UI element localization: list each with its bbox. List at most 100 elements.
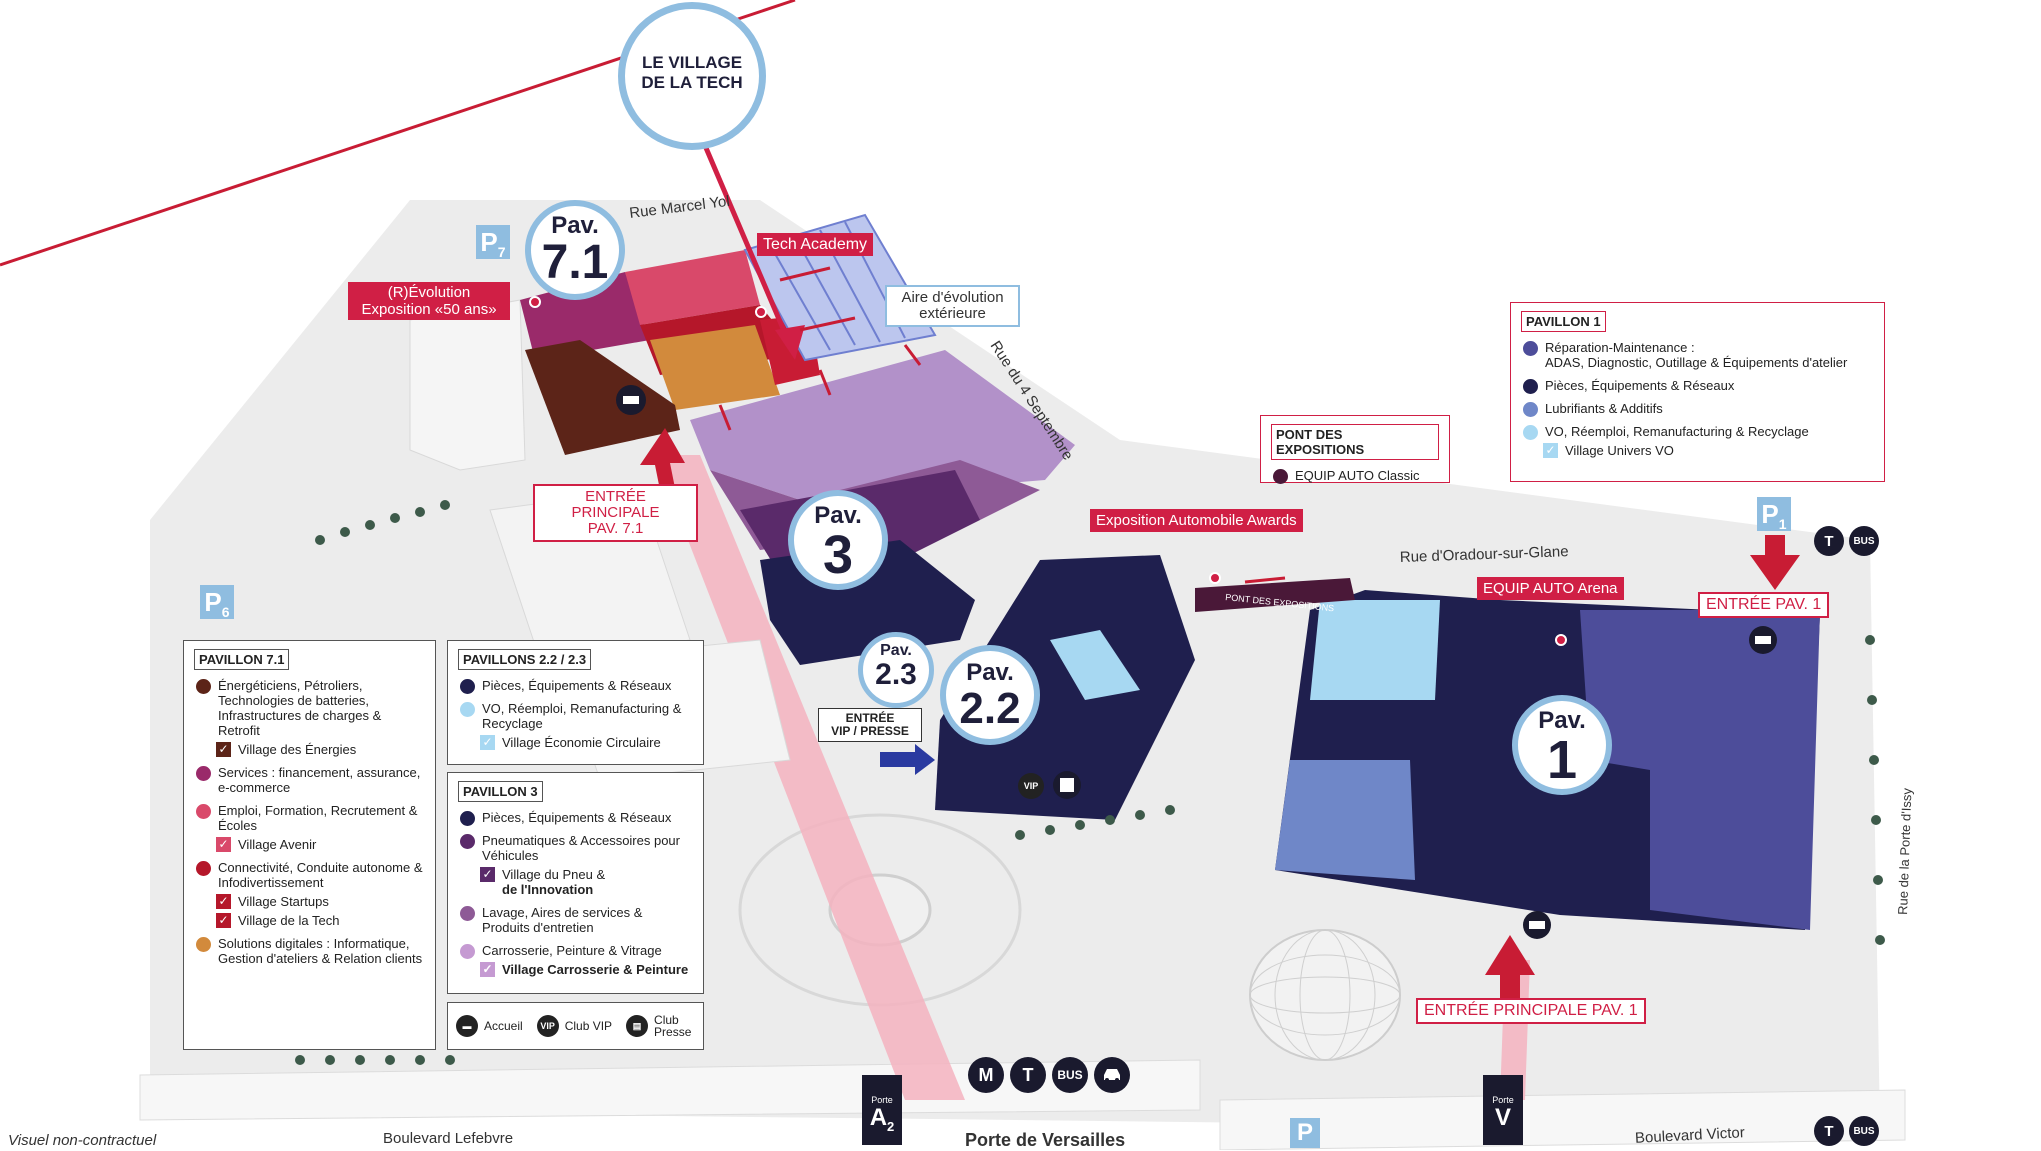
entree-vip-line2: VIP / PRESSE — [831, 724, 909, 738]
club-vip-icon-map: VIP — [1018, 773, 1044, 799]
pav22-prefix: Pav. — [966, 659, 1014, 686]
pav23-number: 2.3 — [875, 658, 917, 691]
parking-p6-icon: P6 — [200, 585, 234, 620]
pav71-zone-energies — [525, 340, 680, 455]
entrance-arrow-pav1 — [1485, 935, 1535, 1005]
entree-71-line2: PAV. 7.1 — [587, 520, 644, 537]
entree-pav1-label: ENTRÉE PAV. 1 — [1698, 592, 1830, 618]
pav22-badge: Pav. 2.2 — [940, 645, 1040, 745]
evolution-line: (R)Évolution — [387, 284, 471, 301]
accueil-icon: ▬ — [456, 1015, 478, 1037]
street-boulevard-lefebvre: Boulevard Lefebvre — [383, 1130, 514, 1147]
pav1-prefix: Pav. — [1538, 707, 1586, 734]
legend-pav71-item-services: Services : financement, assurance, e-com… — [194, 765, 425, 795]
evolution-exposition-label: (R)Évolution Exposition «50 ans» — [348, 282, 510, 320]
pav23-prefix: Pav. — [880, 642, 912, 659]
entree-principale-pav71-label: ENTRÉE PRINCIPALE PAV. 7.1 — [533, 484, 698, 542]
legend-pav71-sub-energies: Village des Énergies — [194, 742, 425, 757]
village-tech-line1: LE VILLAGE — [641, 53, 743, 72]
aire-evolution-label: Aire d'évolution extérieure — [885, 285, 1020, 327]
gate-a2-letter: A — [869, 1104, 888, 1131]
aire-line1: Aire d'évolution — [901, 289, 1004, 306]
bus-icon-top: BUS — [1849, 526, 1879, 556]
legend-pav71-sub-tech: Village de la Tech — [194, 913, 425, 928]
metro-icon: M — [968, 1057, 1004, 1093]
pav22-building — [935, 555, 1195, 820]
pav1-lubrifiants-zone — [1275, 760, 1415, 880]
exposition-50-line: Exposition «50 ans» — [361, 301, 497, 318]
legend-pav1-item-vo: VO, Réemploi, Remanufacturing & Recyclag… — [1521, 424, 1874, 440]
club-presse-icon: ▤ — [626, 1015, 649, 1037]
accueil-icon-pav1-entrance — [1523, 911, 1551, 939]
entrance-arrow-pav71 — [640, 428, 685, 490]
tram-icon-top: T — [1814, 526, 1844, 556]
pont-des-expositions — [1195, 578, 1355, 612]
taxi-icon — [1094, 1057, 1130, 1093]
pin-awards — [1209, 572, 1221, 584]
pav3-prefix: Pav. — [814, 502, 862, 529]
pav71-zone-emploi — [625, 250, 760, 325]
legend-pav71-item-emploi: Emploi, Formation, Recrutement & Écoles — [194, 803, 425, 833]
legend-pav1-header: PAVILLON 1 — [1521, 311, 1606, 332]
entrance-arrow-pav1-side — [1750, 535, 1800, 590]
legend-services: ▬ Accueil VIP Club VIP ▤ Club Presse — [447, 1002, 704, 1050]
legend-pav1-item-reparation: Réparation-Maintenance : ADAS, Diagnosti… — [1521, 340, 1874, 370]
legend-pav71-header: PAVILLON 7.1 — [194, 649, 290, 670]
legend-service-club-presse: ▤ Club Presse — [626, 1014, 694, 1038]
tech-village-pointer-head — [775, 325, 805, 360]
legend-pav22-item-pieces: Pièces, Équipements & Réseaux — [458, 678, 693, 694]
aire-line2: extérieure — [919, 305, 986, 322]
pin-arena — [1555, 634, 1567, 646]
bus-icon-bottom: BUS — [1849, 1116, 1879, 1146]
tram-icon: T — [1010, 1057, 1046, 1093]
walkway-pav71 — [655, 455, 965, 1100]
club-presse-icon-map — [1053, 771, 1081, 799]
parking-p7-icon: P7 — [476, 225, 510, 260]
village-tech-line2: DE LA TECH — [641, 73, 743, 92]
legend-pont-item: EQUIP AUTO Classic — [1271, 468, 1439, 484]
legend-pav3-item-lavage: Lavage, Aires de services & Produits d'e… — [458, 905, 693, 935]
legend-pavillon-71: PAVILLON 7.1 Énergéticiens, Pétroliers, … — [183, 640, 436, 1050]
pav1-badge: Pav. 1 — [1512, 695, 1612, 795]
pav23-badge: Pav. 2.3 — [858, 632, 934, 708]
legend-pavillon-3: PAVILLON 3 Pièces, Équipements & Réseaux… — [447, 772, 704, 994]
legend-pav3-sub-pneu: Village du Pneu & de l'Innovation — [458, 867, 693, 897]
legend-pav71-sub-startups: Village Startups — [194, 894, 425, 909]
tech-academy-label: Tech Academy — [757, 233, 874, 256]
gate-v-top: Porte — [1492, 1095, 1514, 1105]
legend-pav22-sub-circulaire: Village Économie Circulaire — [458, 735, 693, 750]
parking-p-icon: P — [1290, 1118, 1320, 1148]
entree-vip-line1: ENTRÉE — [845, 711, 895, 725]
pav3-number: 3 — [822, 525, 854, 585]
geode-dome — [1249, 929, 1401, 1061]
pav71-number: 7.1 — [541, 236, 609, 289]
bus-icon: BUS — [1052, 1057, 1088, 1093]
street-oradour: Rue d'Oradour-sur-Glane — [1400, 543, 1569, 566]
legend-pavillon-1: PAVILLON 1 Réparation-Maintenance : ADAS… — [1510, 302, 1885, 482]
pin-evolution — [529, 296, 541, 308]
legend-pav3-item-carrosserie: Carrosserie, Peinture & Vitrage — [458, 943, 693, 959]
pav3-zone-carrosserie — [690, 350, 1075, 500]
legend-pav22-item-vo: VO, Réemploi, Remanufacturing & Recyclag… — [458, 701, 693, 731]
expo-awards-label: Exposition Automobile Awards — [1090, 509, 1303, 532]
legend-pavillons-22-23: PAVILLONS 2.2 / 2.3 Pièces, Équipements … — [447, 640, 704, 765]
legend-pav1-sub-univers-vo: Village Univers VO — [1521, 443, 1874, 458]
pav1-reparation-zone — [1580, 610, 1820, 930]
legend-pav71-item-connectivite: Connectivité, Conduite autonome & Infodi… — [194, 860, 425, 890]
accueil-icon-pav1-side — [1749, 626, 1777, 654]
gate-v: Porte V — [1483, 1075, 1523, 1145]
pav22-number: 2.2 — [959, 684, 1021, 733]
gate-a2: Porte A2 — [862, 1075, 902, 1145]
entree-71-line1: ENTRÉE PRINCIPALE — [571, 488, 660, 521]
legend-pav1-item-pieces: Pièces, Équipements & Réseaux — [1521, 378, 1874, 394]
annex-building-71 — [409, 299, 526, 471]
legend-service-accueil: ▬ Accueil — [456, 1015, 523, 1037]
pav1-number: 1 — [1546, 730, 1578, 790]
gate-a2-num: 2 — [887, 1118, 895, 1134]
legend-pav71-item-energies: Énergéticiens, Pétroliers, Technologies … — [194, 678, 425, 738]
trees — [295, 500, 1885, 1065]
pin-tech-academy — [755, 306, 767, 318]
entree-vip-presse-label: ENTRÉE VIP / PRESSE — [818, 708, 922, 742]
equip-arena-label: EQUIP AUTO Arena — [1477, 577, 1624, 600]
entree-principale-pav1-label: ENTRÉE PRINCIPALE PAV. 1 — [1416, 998, 1646, 1024]
